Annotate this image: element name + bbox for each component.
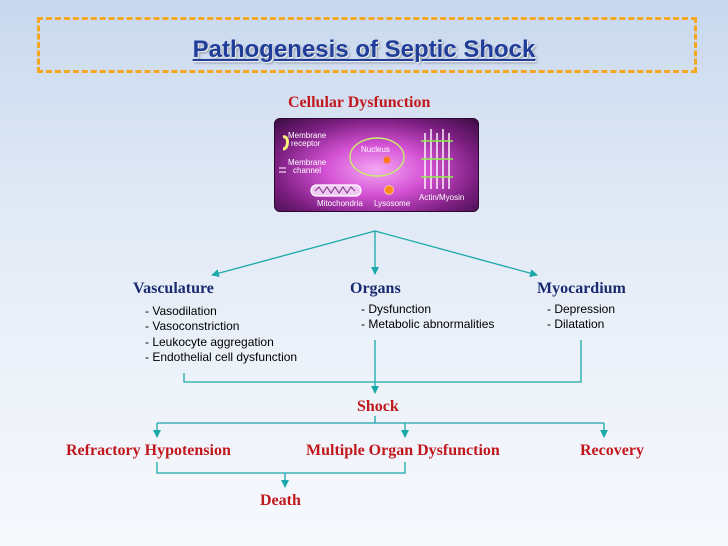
bracket-to-death bbox=[156, 462, 406, 474]
list-item: - Leukocyte aggregation bbox=[145, 334, 274, 349]
membrane-receptor-icon bbox=[282, 135, 289, 151]
cell-illustration: Membrane receptor Membrane channel Nucle… bbox=[274, 118, 479, 212]
list-item: - Dysfunction bbox=[361, 302, 432, 316]
list-item: - Dilatation bbox=[547, 317, 605, 332]
organs-list: - Dysfunction - Metabolic abnormalities bbox=[361, 302, 494, 333]
list-item: - Endothelial cell dysfunction bbox=[145, 349, 298, 364]
vasculature-heading: Vasculature bbox=[133, 280, 214, 297]
nucleus-icon bbox=[349, 137, 405, 177]
bracket-to-shock bbox=[183, 340, 582, 383]
list-item: - Vasoconstriction bbox=[145, 319, 240, 334]
arrow-to-myocardium bbox=[374, 230, 538, 278]
actin-myosin-label: Actin/Myosin bbox=[419, 193, 465, 202]
recovery-label: Recovery bbox=[580, 442, 644, 459]
page-title: Pathogenesis of Septic Shock bbox=[192, 36, 536, 63]
cellular-dysfunction-heading: Cellular Dysfunction bbox=[288, 94, 431, 111]
multiple-organ-dysfunction-label: Multiple Organ Dysfunction bbox=[306, 442, 500, 459]
list-item: - Depression bbox=[547, 302, 616, 316]
membrane-channel-label: Membrane channel bbox=[288, 158, 327, 175]
membrane-receptor-label: Membrane receptor bbox=[288, 131, 327, 148]
arrow-to-vasculature bbox=[211, 230, 376, 278]
refractory-hypotension-label: Refractory Hypotension bbox=[66, 442, 231, 459]
myocardium-heading: Myocardium bbox=[537, 280, 626, 297]
organs-heading: Organs bbox=[350, 280, 401, 297]
mitochondria-label: Mitochondria bbox=[317, 199, 363, 208]
actin-myosin-icon bbox=[421, 129, 453, 189]
cell-diagram-svg bbox=[279, 129, 453, 197]
death-label: Death bbox=[260, 492, 301, 509]
title-frame bbox=[37, 17, 697, 73]
shock-label: Shock bbox=[357, 398, 399, 415]
list-item: - Vasodilation bbox=[145, 304, 217, 318]
list-item: - Metabolic abnormalities bbox=[361, 317, 495, 332]
lysosome-label: Lysosome bbox=[374, 199, 411, 208]
lysosome-icon bbox=[384, 185, 394, 195]
mitochondria-icon bbox=[310, 184, 362, 197]
vasculature-list: - Vasodilation - Vasoconstriction - Leuk… bbox=[145, 304, 297, 365]
nucleus-label: Nucleus bbox=[361, 145, 390, 154]
myocardium-list: - Depression - Dilatation bbox=[547, 302, 615, 333]
